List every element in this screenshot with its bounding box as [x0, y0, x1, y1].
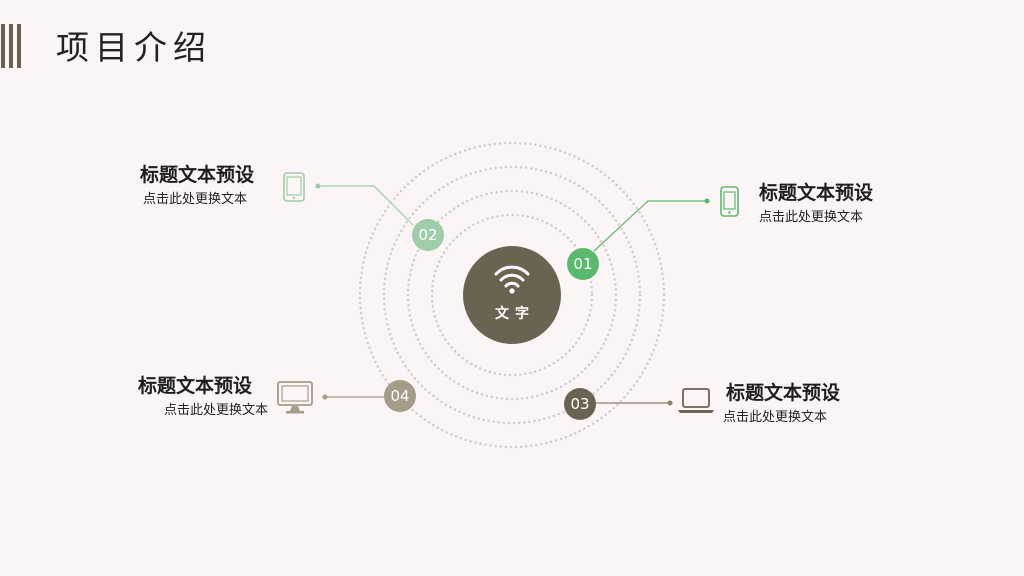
item-04-text: 标题文本预设 点击此处更换文本	[138, 374, 268, 421]
monitor-icon	[277, 381, 313, 414]
item-01-title[interactable]: 标题文本预设	[758, 182, 873, 204]
center-label: 文字	[495, 306, 535, 322]
node-03: 03	[564, 388, 596, 420]
tablet-icon	[283, 172, 305, 202]
node-01: 01	[567, 248, 599, 280]
node-04: 04	[384, 380, 416, 412]
connector-dots	[315, 183, 710, 406]
item-04-title[interactable]: 标题文本预设	[138, 375, 253, 397]
item-04-desc[interactable]: 点击此处更换文本	[163, 403, 268, 418]
center-hub: 文字	[463, 246, 561, 344]
smartphone-icon	[720, 186, 739, 217]
item-02-text: 标题文本预设 点击此处更换文本	[140, 163, 254, 210]
title-accent-bars	[0, 24, 30, 68]
item-03-title[interactable]: 标题文本预设	[725, 382, 840, 404]
page-title: 项目介绍	[56, 28, 212, 67]
item-02-title[interactable]: 标题文本预设	[140, 164, 255, 186]
item-01-desc[interactable]: 点击此处更换文本	[758, 210, 863, 225]
item-03-text: 标题文本预设 点击此处更换文本	[715, 381, 851, 428]
item-03-desc[interactable]: 点击此处更换文本	[722, 410, 827, 425]
item-01-text: 标题文本预设 点击此处更换文本	[748, 181, 884, 228]
laptop-icon	[678, 388, 714, 413]
connector-lines	[318, 185, 707, 404]
node-02: 02	[412, 219, 444, 251]
wifi-icon	[494, 265, 530, 294]
item-02-desc[interactable]: 点击此处更换文本	[143, 192, 248, 207]
